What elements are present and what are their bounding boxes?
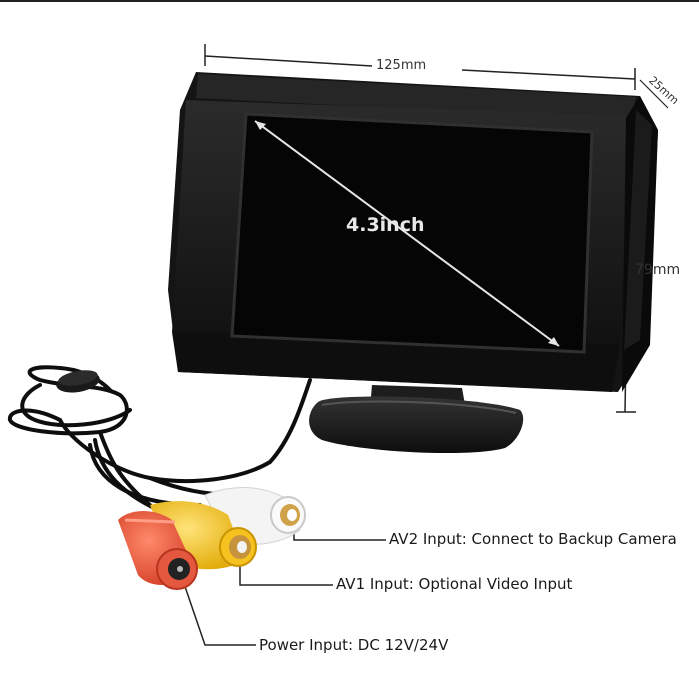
depth-dimension-line xyxy=(639,79,669,109)
cable-ferrite xyxy=(56,370,100,393)
av1-callout: AV1 Input: Optional Video Input xyxy=(336,575,573,593)
diagonal-label: 4.3inch xyxy=(346,214,425,236)
height-label: 79mm xyxy=(635,262,681,278)
monitor-stand xyxy=(309,385,524,454)
power-callout: Power Input: DC 12V/24V xyxy=(259,636,449,654)
top-border xyxy=(0,0,699,2)
width-dimension-line xyxy=(204,44,636,90)
screen xyxy=(230,112,594,354)
diagonal-line xyxy=(254,120,560,347)
width-label: 125mm xyxy=(376,58,427,73)
power-connector-red xyxy=(118,511,198,590)
av2-callout: AV2 Input: Connect to Backup Camera xyxy=(389,530,677,548)
